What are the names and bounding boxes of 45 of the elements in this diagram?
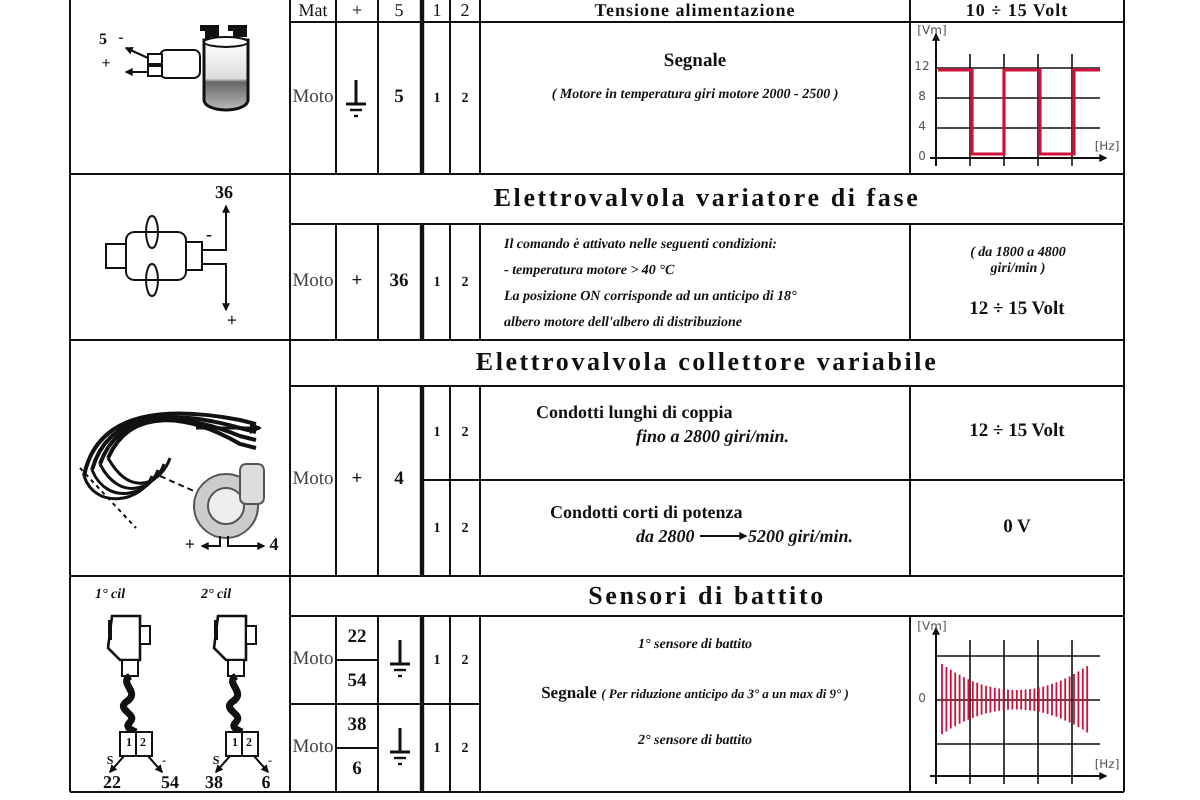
pin-number: 5	[97, 30, 109, 48]
pin-number: 22	[101, 772, 123, 792]
condition-text: Condotti corti di potenza	[550, 500, 745, 524]
polarity-sign: +	[99, 54, 113, 72]
polarity-sign: +	[349, 468, 365, 495]
section-heading: Elettrovalvola variatore di fase	[491, 180, 923, 217]
connector-name: Moto	[290, 269, 336, 296]
supply-voltage: 0 V	[1001, 515, 1033, 542]
speed-range: 5200 giri/min.	[748, 524, 856, 548]
supply-voltage: 12 ÷ 15 Volt	[967, 420, 1067, 447]
supply-voltage: 12 ÷ 15 Volt	[967, 297, 1067, 324]
signal-title: Segnale	[661, 49, 729, 76]
column-header: Tensione alimentazione	[592, 0, 798, 22]
column-header: +	[349, 0, 365, 22]
condition-text: Condotti lunghi di coppia	[536, 400, 735, 424]
pin-number: 6	[350, 757, 364, 784]
pin-number: 4	[392, 468, 406, 495]
pin-number: 38	[203, 772, 225, 792]
connector-name: Moto	[290, 468, 336, 495]
polarity-sign: +	[182, 534, 198, 554]
pin-number: 38	[345, 713, 369, 740]
polarity-sign: +	[224, 310, 240, 330]
connector-name: Moto	[290, 735, 336, 762]
pin-number: 36	[387, 269, 411, 296]
polarity-sign: +	[349, 269, 365, 296]
pin-number: 36	[213, 182, 235, 202]
polarity-sign: -	[204, 224, 214, 244]
pin-number: 22	[345, 625, 369, 652]
column-header: 10 ÷ 15 Volt	[963, 0, 1071, 22]
pin-number: 6	[259, 772, 273, 792]
connector-name: Moto	[290, 85, 336, 112]
polarity-sign: -	[116, 28, 126, 46]
pin-number: 54	[345, 669, 369, 696]
column-header: Mat	[296, 0, 330, 22]
section-heading: Elettrovalvola collettore variabile	[473, 344, 941, 381]
pin-number: 5	[392, 85, 406, 112]
column-header: 5	[392, 0, 406, 22]
pin-number: 54	[159, 772, 181, 792]
column-header: 2	[458, 0, 472, 22]
speed-range: fino a 2800 giri/min.	[636, 424, 792, 448]
section-heading: Sensori di battito	[586, 577, 828, 614]
speed-range: da 2800	[636, 524, 697, 548]
pin-number: 4	[267, 534, 281, 554]
column-header: 1	[430, 0, 444, 22]
connector-name: Moto	[290, 647, 336, 674]
